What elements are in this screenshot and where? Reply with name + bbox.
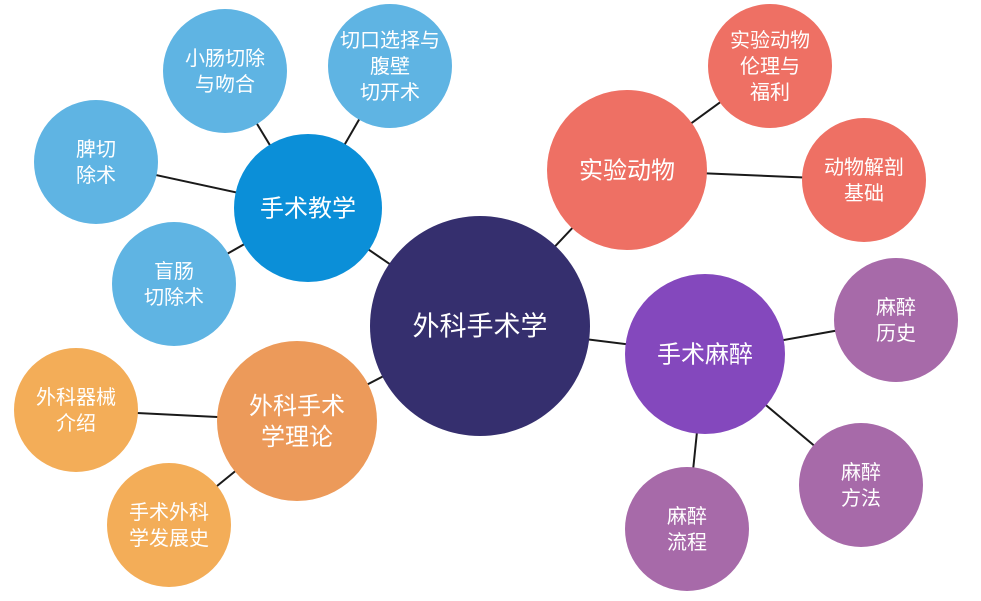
node-circle	[547, 90, 707, 250]
node-circle	[708, 4, 832, 128]
node-label: 手术外科学发展史	[129, 500, 209, 550]
node-circle	[802, 118, 926, 242]
node-anesthesia-process: 麻醉流程	[625, 467, 749, 591]
node-label-line: 基础	[844, 181, 884, 205]
node-cecum-resection: 盲肠切除术	[112, 222, 236, 346]
node-label: 外科器械介绍	[36, 385, 116, 435]
node-label-line: 切除术	[144, 285, 204, 309]
node-label-line: 历史	[876, 321, 916, 345]
node-label-line: 脾切	[76, 137, 116, 161]
node-circle	[799, 423, 923, 547]
node-instruments: 外科器械介绍	[14, 348, 138, 472]
node-label-line: 学理论	[261, 423, 333, 451]
node-label: 盲肠切除术	[144, 259, 204, 309]
node-label-line: 手术麻醉	[657, 341, 753, 369]
node-anesthesia-history: 麻醉历史	[834, 258, 958, 382]
node-circle	[107, 463, 231, 587]
node-animal-ethics: 实验动物伦理与福利	[708, 4, 832, 128]
node-label-line: 麻醉	[841, 460, 881, 484]
node-label-line: 福利	[750, 80, 790, 104]
node-splenectomy: 脾切除术	[34, 100, 158, 224]
center-node-surgery: 外科手术学	[370, 216, 590, 436]
node-surgical-teaching: 手术教学	[234, 134, 382, 282]
node-circle	[34, 100, 158, 224]
node-label: 手术麻醉	[657, 341, 753, 369]
node-label: 麻醉历史	[876, 295, 916, 345]
node-label-line: 外科手术学	[413, 312, 548, 343]
node-label: 脾切除术	[76, 137, 116, 187]
node-surgery-theory: 外科手术学理论	[217, 341, 377, 501]
node-label-line: 麻醉	[876, 295, 916, 319]
node-label-line: 与吻合	[195, 72, 255, 96]
node-circle	[14, 348, 138, 472]
node-label: 动物解剖基础	[824, 155, 904, 205]
node-label-line: 伦理与	[740, 54, 800, 78]
node-animal-anatomy: 动物解剖基础	[802, 118, 926, 242]
node-label-line: 流程	[667, 530, 707, 554]
node-circle	[834, 258, 958, 382]
node-label: 小肠切除与吻合	[185, 46, 265, 96]
node-small-intestine-resection: 小肠切除与吻合	[163, 9, 287, 133]
node-incision-selection: 切口选择与腹壁切开术	[328, 4, 452, 128]
node-label-line: 小肠切除	[185, 46, 265, 70]
node-label: 实验动物	[579, 157, 675, 185]
node-label: 手术教学	[260, 195, 356, 223]
node-label-line: 切口选择与	[340, 28, 440, 52]
node-label-line: 手术外科	[129, 500, 209, 524]
node-label-line: 学发展史	[129, 526, 209, 550]
node-label: 外科手术学	[413, 312, 548, 343]
node-label-line: 外科手术	[249, 392, 345, 420]
node-circle	[625, 467, 749, 591]
node-label-line: 手术教学	[260, 195, 356, 223]
node-label-line: 实验动物	[730, 28, 810, 52]
node-label-line: 除术	[76, 163, 116, 187]
node-experimental-animals: 实验动物	[547, 90, 707, 250]
node-anesthesia: 手术麻醉	[625, 274, 785, 434]
node-label-line: 外科器械	[36, 385, 116, 409]
node-label-line: 腹壁	[370, 54, 410, 78]
node-label-line: 切开术	[360, 80, 420, 104]
node-label-line: 方法	[841, 486, 881, 510]
node-circle	[217, 341, 377, 501]
node-circle	[370, 216, 590, 436]
node-label-line: 盲肠	[154, 259, 194, 283]
node-label-line: 实验动物	[579, 157, 675, 185]
node-circle	[163, 9, 287, 133]
node-surgery-history: 手术外科学发展史	[107, 463, 231, 587]
node-label-line: 动物解剖	[824, 155, 904, 179]
node-label: 实验动物伦理与福利	[730, 28, 810, 104]
node-label-line: 介绍	[56, 411, 96, 435]
node-circle	[625, 274, 785, 434]
node-circle	[328, 4, 452, 128]
node-label: 外科手术学理论	[249, 392, 345, 451]
node-label-line: 麻醉	[667, 504, 707, 528]
node-label: 麻醉流程	[667, 504, 707, 554]
node-anesthesia-methods: 麻醉方法	[799, 423, 923, 547]
node-label: 麻醉方法	[841, 460, 881, 510]
node-circle	[234, 134, 382, 282]
node-circle	[112, 222, 236, 346]
node-label: 切口选择与腹壁切开术	[340, 28, 440, 104]
